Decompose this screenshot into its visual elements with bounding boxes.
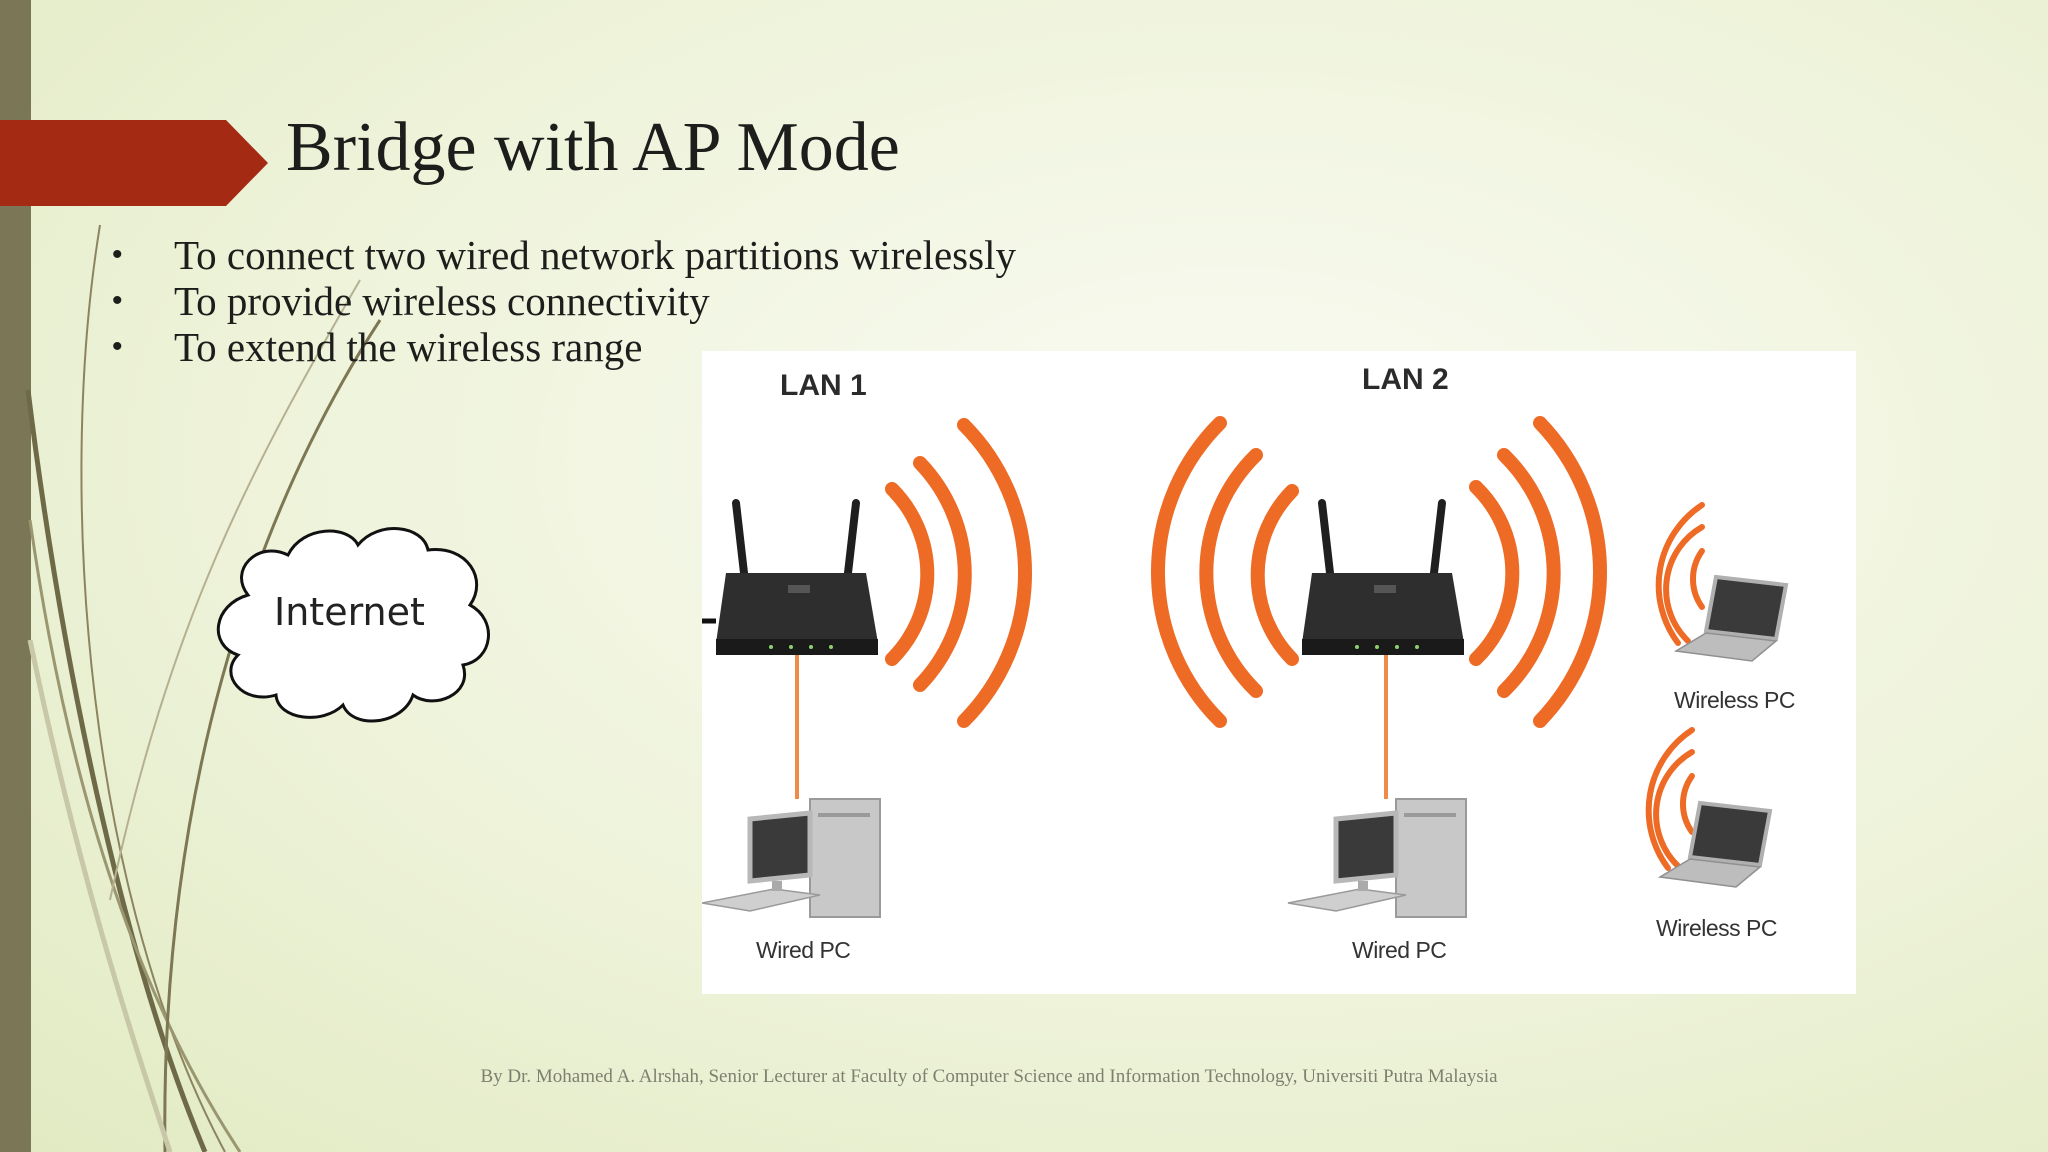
title-arrow-icon	[0, 120, 268, 206]
internet-cloud-icon	[216, 527, 490, 723]
wifi-signal-icon	[1645, 727, 1695, 871]
bullet-glyph: •	[112, 330, 123, 363]
lan1-label: LAN 1	[780, 369, 867, 402]
bullet-item: •To connect two wired network partitions…	[112, 232, 1016, 278]
router-icon	[716, 503, 878, 655]
wifi-signal-icon	[1469, 416, 1607, 728]
wifi-signal-icon	[1150, 416, 1299, 728]
desktop-pc-icon	[702, 799, 880, 917]
wired-pc-2-label: Wired PC	[1352, 937, 1447, 963]
bullet-item: •To extend the wireless range	[112, 324, 643, 370]
wireless-pc-2-label: Wireless PC	[1656, 915, 1778, 941]
internet-label: Internet	[274, 590, 425, 634]
laptop-icon	[1658, 801, 1772, 889]
wired-pc-1-label: Wired PC	[756, 937, 851, 963]
footer-credit: By Dr. Mohamed A. Alrshah, Senior Lectur…	[480, 1066, 1498, 1087]
desktop-pc-icon	[1288, 799, 1466, 917]
decorative-stems	[25, 224, 382, 1152]
wifi-signal-icon	[885, 418, 1033, 728]
diagram-graphics	[702, 416, 1788, 994]
bullet-item: •To provide wireless connectivity	[112, 278, 710, 324]
lan2-label: LAN 2	[1362, 363, 1449, 396]
bullet-list: •To connect two wired network partitions…	[112, 232, 1016, 370]
bullet-glyph: •	[112, 284, 123, 317]
wireless-pc-1-label: Wireless PC	[1674, 687, 1796, 713]
router-icon	[1302, 503, 1464, 655]
wifi-signal-icon	[1655, 502, 1705, 646]
bullet-glyph: •	[112, 238, 123, 271]
slide-title: Bridge with AP Mode	[286, 109, 900, 186]
network-diagram: LAN 1 LAN 2 Wired PC Wired PC Wireless P…	[702, 351, 1856, 994]
